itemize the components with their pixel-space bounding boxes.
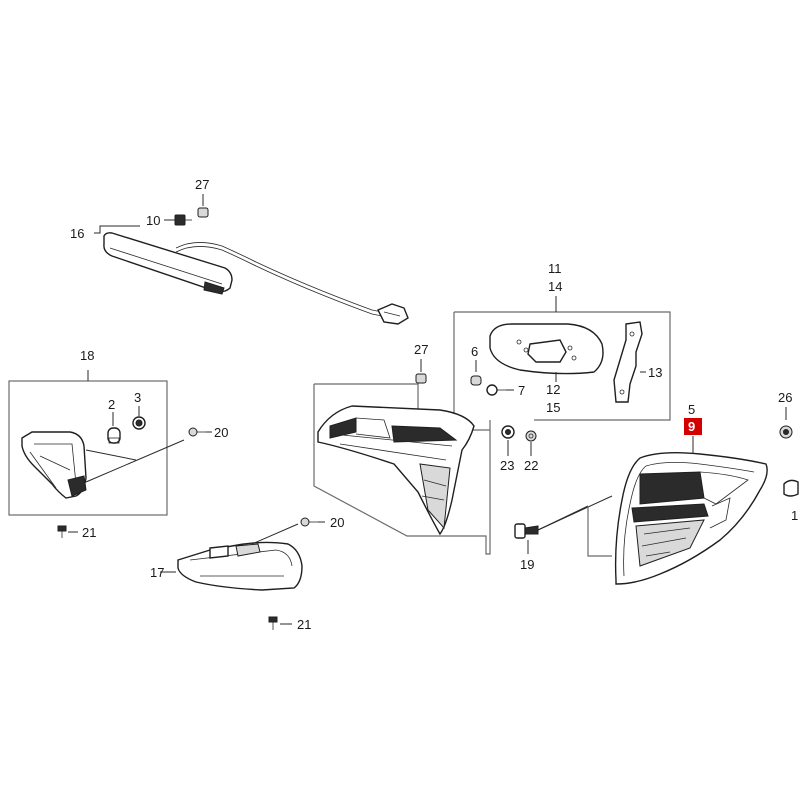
grommet-1 <box>783 479 799 497</box>
callout-14: 14 <box>548 279 562 294</box>
callout-23: 23 <box>500 458 514 473</box>
callout-2: 2 <box>108 397 115 412</box>
callout-13: 13 <box>648 365 662 380</box>
callout-20-upper: 20 <box>214 425 228 440</box>
socket-3 <box>132 416 146 430</box>
clip-20-upper <box>188 427 206 437</box>
socket-23 <box>501 425 515 439</box>
callout-9: 9 <box>688 419 695 434</box>
nut-27-mid <box>415 373 427 384</box>
gasket-12 <box>489 323 604 375</box>
callout-17: 17 <box>150 565 164 580</box>
bulb-7 <box>486 384 506 396</box>
clip-20-lower <box>300 517 318 527</box>
callout-6: 6 <box>471 344 478 359</box>
screw-21-lower <box>268 616 278 630</box>
callout-20-lower: 20 <box>330 515 344 530</box>
nut-27-top <box>197 207 209 218</box>
inner-taillight <box>317 405 475 536</box>
callout-12: 12 <box>546 382 560 397</box>
screw-21-left <box>57 525 67 538</box>
callout-27-top: 27 <box>195 177 209 192</box>
highlight-box-9 <box>684 418 702 435</box>
callout-7: 7 <box>518 383 525 398</box>
callout-21-lower: 21 <box>297 617 311 632</box>
clip-26 <box>779 425 793 439</box>
callout-18: 18 <box>80 348 94 363</box>
nut-6 <box>470 375 482 386</box>
callout-15: 15 <box>546 400 560 415</box>
socket-housing-18 <box>21 431 87 499</box>
callout-10: 10 <box>146 213 160 228</box>
callout-19: 19 <box>520 557 534 572</box>
bracket-13 <box>613 321 643 403</box>
callout-11: 11 <box>548 261 562 276</box>
screw-19 <box>514 523 539 539</box>
clip-22 <box>525 430 537 442</box>
callout-3: 3 <box>134 390 141 405</box>
callout-16: 16 <box>70 226 84 241</box>
high-mount-stop-light <box>103 232 409 325</box>
callout-27-mid: 27 <box>414 342 428 357</box>
bulb-2 <box>107 427 121 444</box>
callout-21-left: 21 <box>82 525 96 540</box>
outer-taillight <box>614 451 768 585</box>
lamp-assembly-17 <box>177 541 303 591</box>
callout-1: 1 <box>791 508 798 523</box>
callout-26: 26 <box>778 390 792 405</box>
callout-22: 22 <box>524 458 538 473</box>
screw-10 <box>174 214 192 226</box>
callout-5: 5 <box>688 402 695 417</box>
